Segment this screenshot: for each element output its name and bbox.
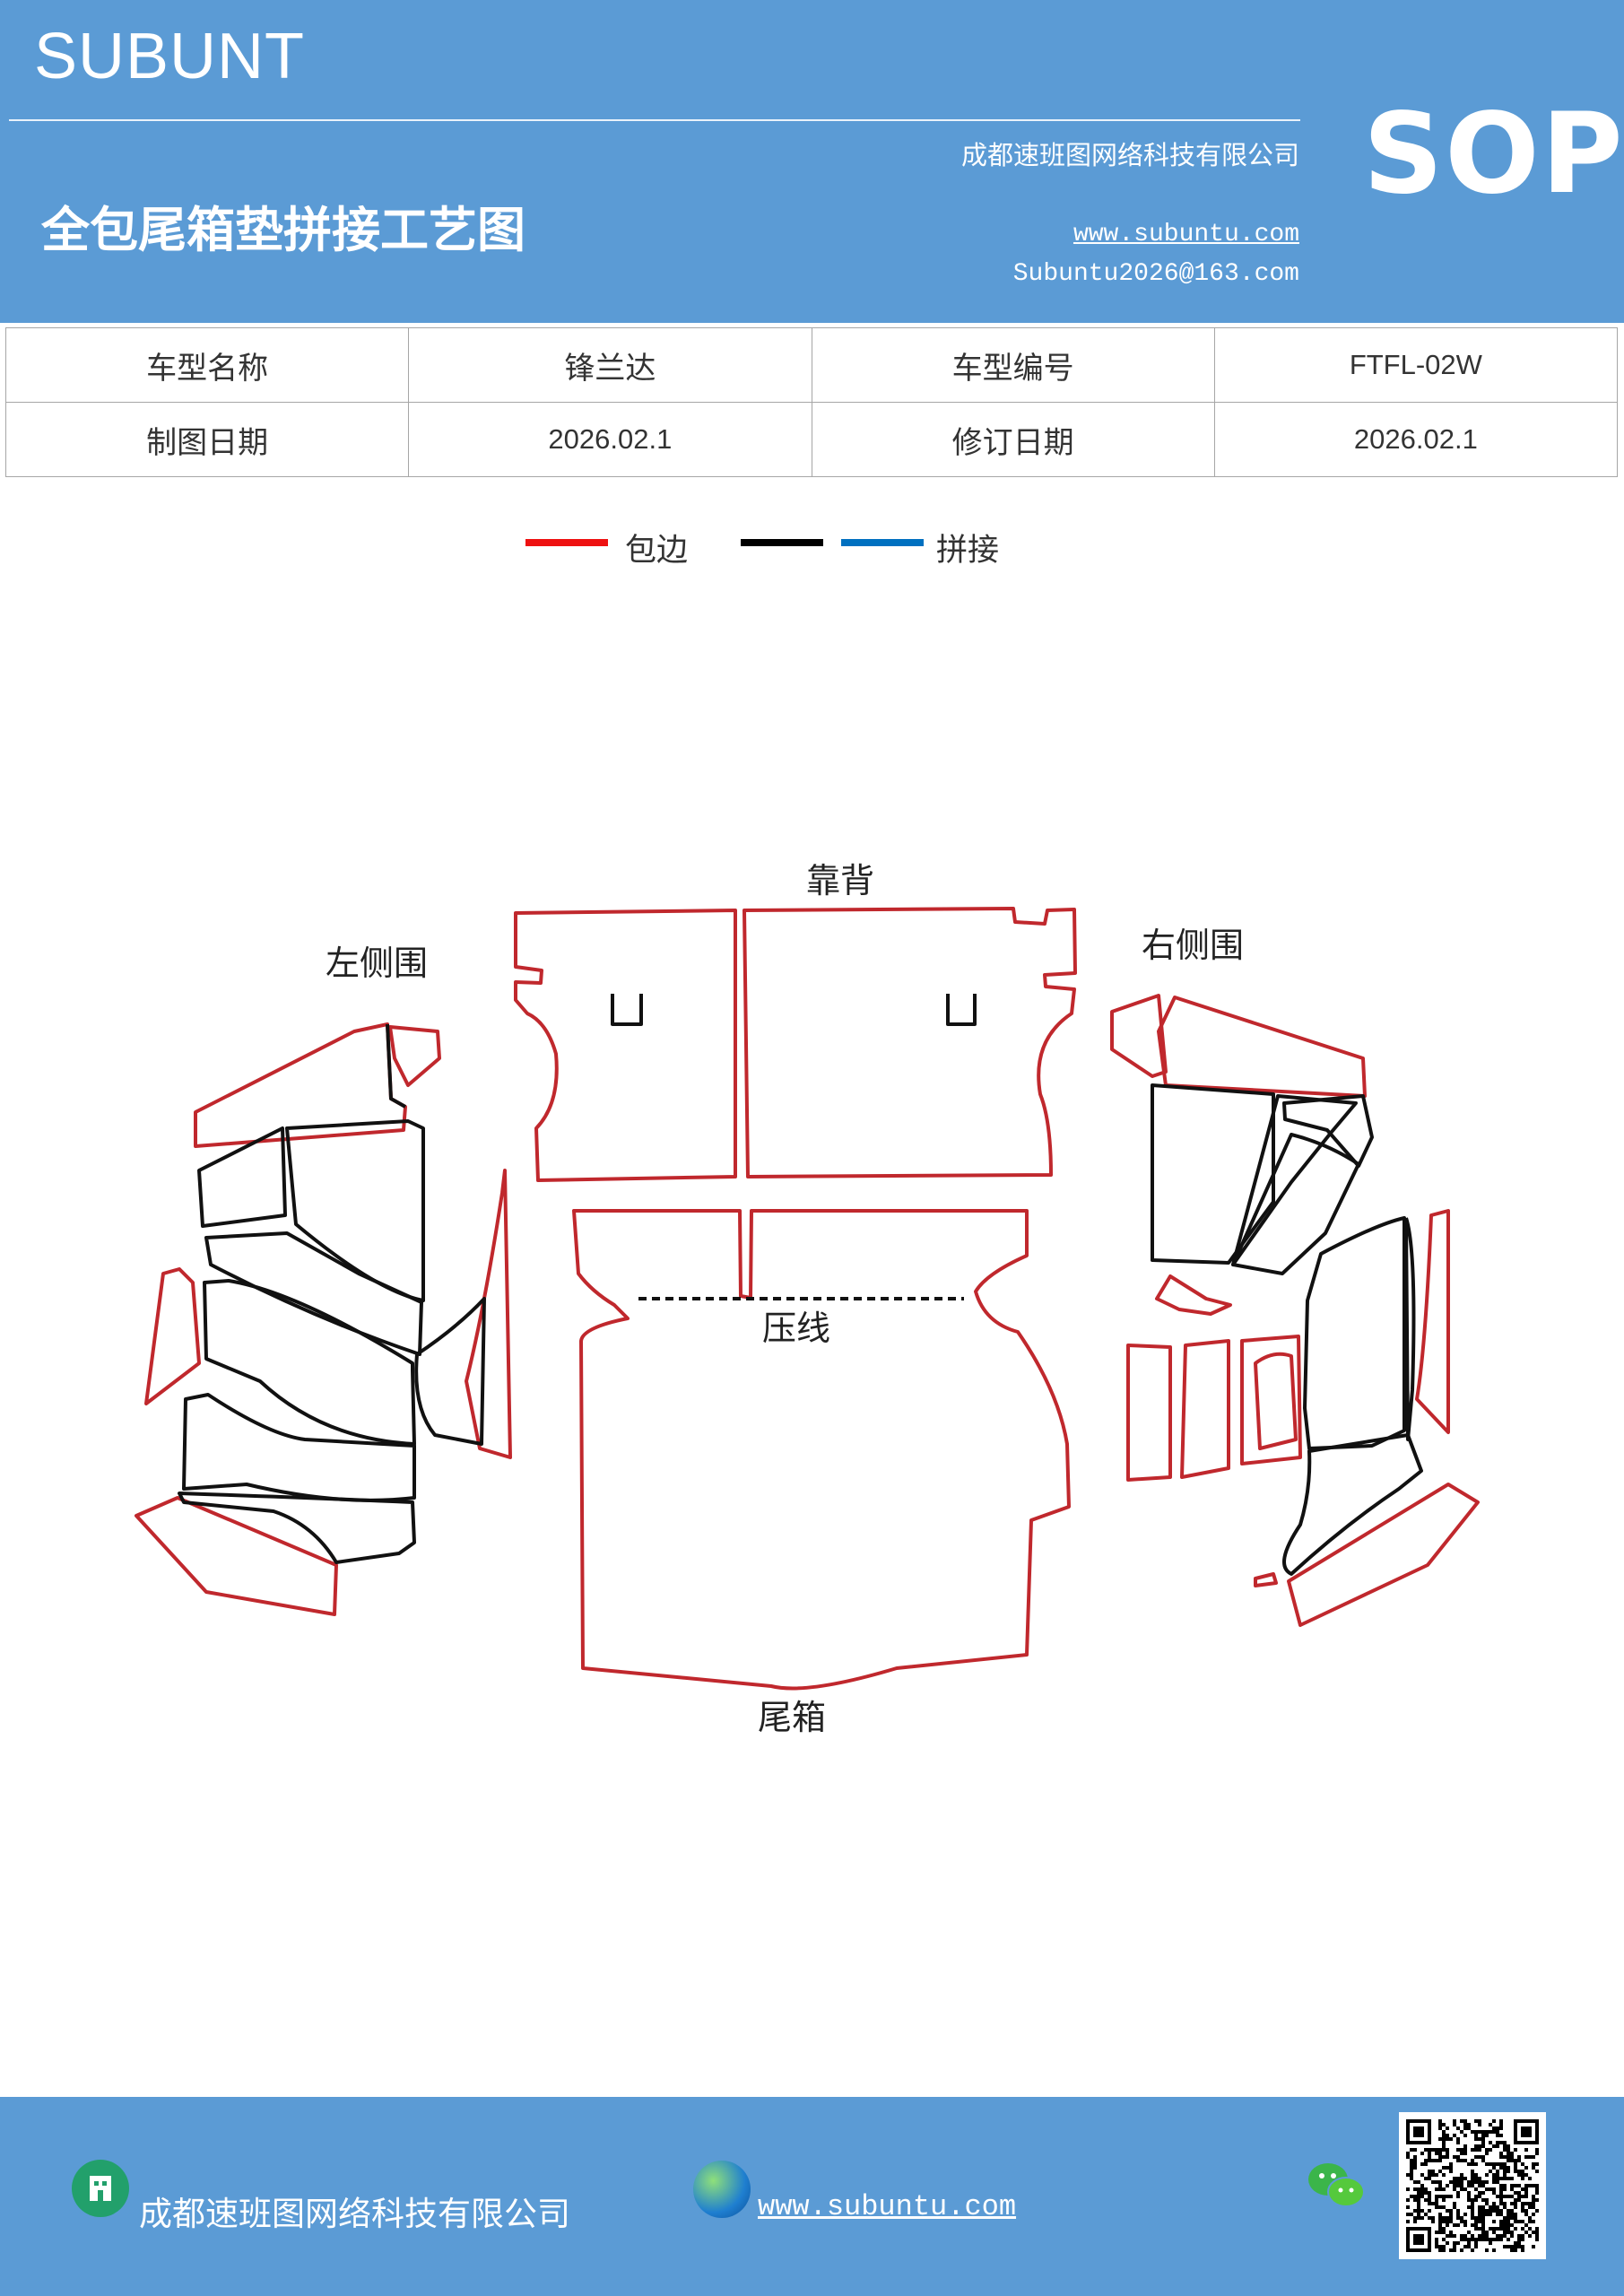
backrest-left-panel <box>514 909 737 1182</box>
right-row-piece-1 <box>1126 1344 1172 1482</box>
right-seam-7 <box>1282 1433 1423 1576</box>
right-side-clip-piece <box>1110 994 1168 1078</box>
legend-label-seam: 拼接 <box>936 533 1000 569</box>
header-banner: SUBUNT 全包尾箱垫拼接工艺图 成都速班图网络科技有限公司 www.subu… <box>0 0 1624 323</box>
header-email[interactable]: Subuntu2026@163.com <box>1012 260 1299 288</box>
globe-icon <box>693 2161 751 2218</box>
backrest-notch-left <box>611 994 643 1026</box>
backrest-notch-right <box>946 994 977 1026</box>
legend-swatch-seam <box>841 539 924 546</box>
building-icon <box>72 2160 129 2217</box>
footer-website-link[interactable]: www.subuntu.com <box>758 2190 1017 2223</box>
table-row: 车型名称 锋兰达 车型编号 FTFL-02W <box>4 327 1619 403</box>
right-side-small-piece <box>1254 1572 1278 1587</box>
right-seam-2 <box>1231 1094 1358 1266</box>
trunk-floor-panel <box>572 1209 1071 1691</box>
right-seam-5 <box>1303 1216 1406 1450</box>
footer-company-name: 成都速班图网络科技有限公司 <box>139 2195 570 2233</box>
label-trunk: 尾箱 <box>758 1698 826 1737</box>
sop-badge: SOP <box>1363 90 1624 219</box>
left-seam-5 <box>182 1393 416 1502</box>
label-backrest: 靠背 <box>806 861 874 900</box>
table-cell: 锋兰达 <box>408 327 812 403</box>
legend: 包边 拼接 <box>0 520 1624 574</box>
left-seam-4 <box>203 1279 416 1446</box>
header-divider <box>9 119 1300 121</box>
header-company-name: 成都速班图网络科技有限公司 <box>960 140 1299 170</box>
left-seam-1 <box>197 1126 287 1228</box>
table-cell: 2026.02.1 <box>1213 402 1619 477</box>
vehicle-info-table: 车型名称 锋兰达 车型编号 FTFL-02W 制图日期 2026.02.1 修订… <box>4 327 1619 477</box>
table-cell: 制图日期 <box>4 402 410 477</box>
right-row-piece-3 <box>1240 1335 1302 1465</box>
legend-label-edge: 包边 <box>625 533 689 569</box>
left-side-mid-piece <box>144 1267 201 1405</box>
table-cell: FTFL-02W <box>1213 327 1619 403</box>
page-title: 全包尾箱垫拼接工艺图 <box>41 201 525 258</box>
table-cell: 修订日期 <box>811 402 1215 477</box>
right-row-piece-4 <box>1254 1352 1298 1450</box>
left-seam-7 <box>414 1297 486 1446</box>
wechat-icon[interactable] <box>1305 2158 1368 2212</box>
label-left-side: 左侧围 <box>326 944 428 983</box>
left-side-clip-piece <box>388 1025 441 1087</box>
header-website-link[interactable]: www.subuntu.com <box>1073 221 1299 248</box>
left-seam-8 <box>386 1023 406 1109</box>
footer-banner: 成都速班图网络科技有限公司 www.subuntu.com <box>0 2097 1624 2296</box>
legend-swatch-edge <box>525 539 608 546</box>
trunk-mat-diagram: 靠背 左侧围 右侧围 压线 尾箱 <box>135 861 1480 1737</box>
edge-outlines <box>135 907 1480 1691</box>
right-side-bottom-piece <box>1287 1483 1480 1627</box>
backrest-right-panel <box>743 907 1077 1178</box>
left-side-rail <box>465 1169 512 1459</box>
left-seam-3 <box>204 1231 423 1356</box>
right-seam-3 <box>1282 1094 1374 1168</box>
brand-logo-text: SUBUNT <box>34 21 306 92</box>
label-press-line: 压线 <box>762 1309 830 1348</box>
seam-outlines <box>178 994 1423 1576</box>
left-seam-6 <box>178 1492 416 1564</box>
right-side-rail <box>1415 1209 1450 1434</box>
legend-swatch-black <box>741 539 823 546</box>
table-cell: 2026.02.1 <box>408 402 812 477</box>
right-row-piece-2 <box>1180 1339 1230 1479</box>
right-seam-6 <box>1404 1217 1416 1441</box>
label-right-side: 右侧围 <box>1142 926 1244 965</box>
left-side-bottom-piece <box>135 1496 338 1616</box>
table-cell: 车型编号 <box>811 327 1215 403</box>
table-row: 制图日期 2026.02.1 修订日期 2026.02.1 <box>4 402 1619 477</box>
right-seam-4 <box>1231 1133 1360 1275</box>
right-side-top-piece <box>1157 996 1367 1098</box>
table-cell: 车型名称 <box>4 327 410 403</box>
right-small-tab <box>1155 1274 1232 1316</box>
right-seam-1 <box>1151 1083 1275 1265</box>
qr-code <box>1399 2112 1546 2259</box>
